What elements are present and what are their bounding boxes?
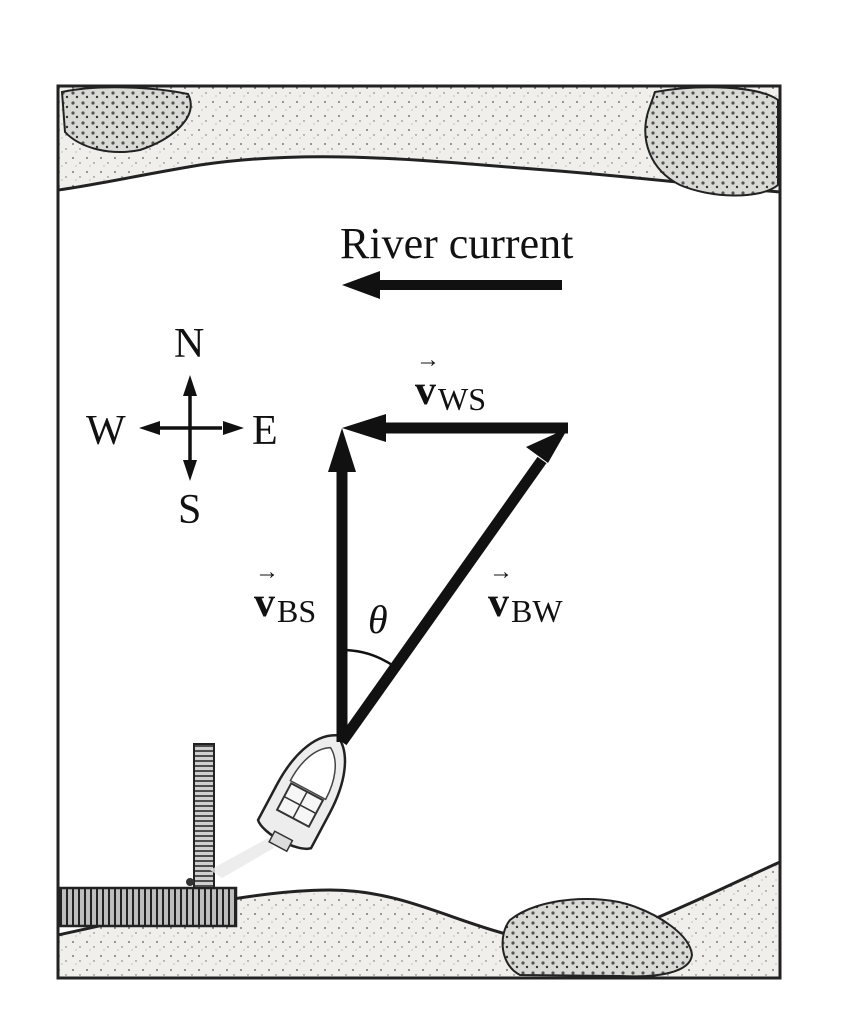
compass-east-label: E bbox=[252, 408, 278, 454]
compass-north-label: N bbox=[174, 321, 205, 367]
angle-arc bbox=[341, 648, 396, 669]
dock bbox=[58, 886, 238, 928]
label-v-bw: vBW bbox=[488, 582, 563, 627]
dock-post bbox=[193, 743, 215, 889]
vector-v-ws bbox=[342, 414, 568, 442]
label-v-ws: vWS bbox=[415, 370, 486, 415]
rock-top-right bbox=[644, 86, 779, 197]
compass-rose bbox=[139, 375, 244, 481]
boat bbox=[256, 734, 347, 853]
rock-bottom bbox=[501, 898, 694, 978]
river-current-arrow bbox=[342, 271, 562, 299]
label-v-bs: vBS bbox=[254, 582, 316, 627]
compass-south-label: S bbox=[178, 487, 202, 533]
angle-theta-label: θ bbox=[368, 597, 388, 642]
vector-v-bw bbox=[337, 428, 568, 746]
vector-v-bs bbox=[328, 428, 356, 742]
dock-bollard bbox=[186, 878, 194, 886]
river-frame bbox=[56, 84, 782, 980]
compass-west-label: W bbox=[86, 408, 126, 454]
rock-top-left bbox=[60, 86, 192, 153]
river-current-label: River current bbox=[340, 219, 574, 268]
boat-wake bbox=[210, 838, 274, 878]
